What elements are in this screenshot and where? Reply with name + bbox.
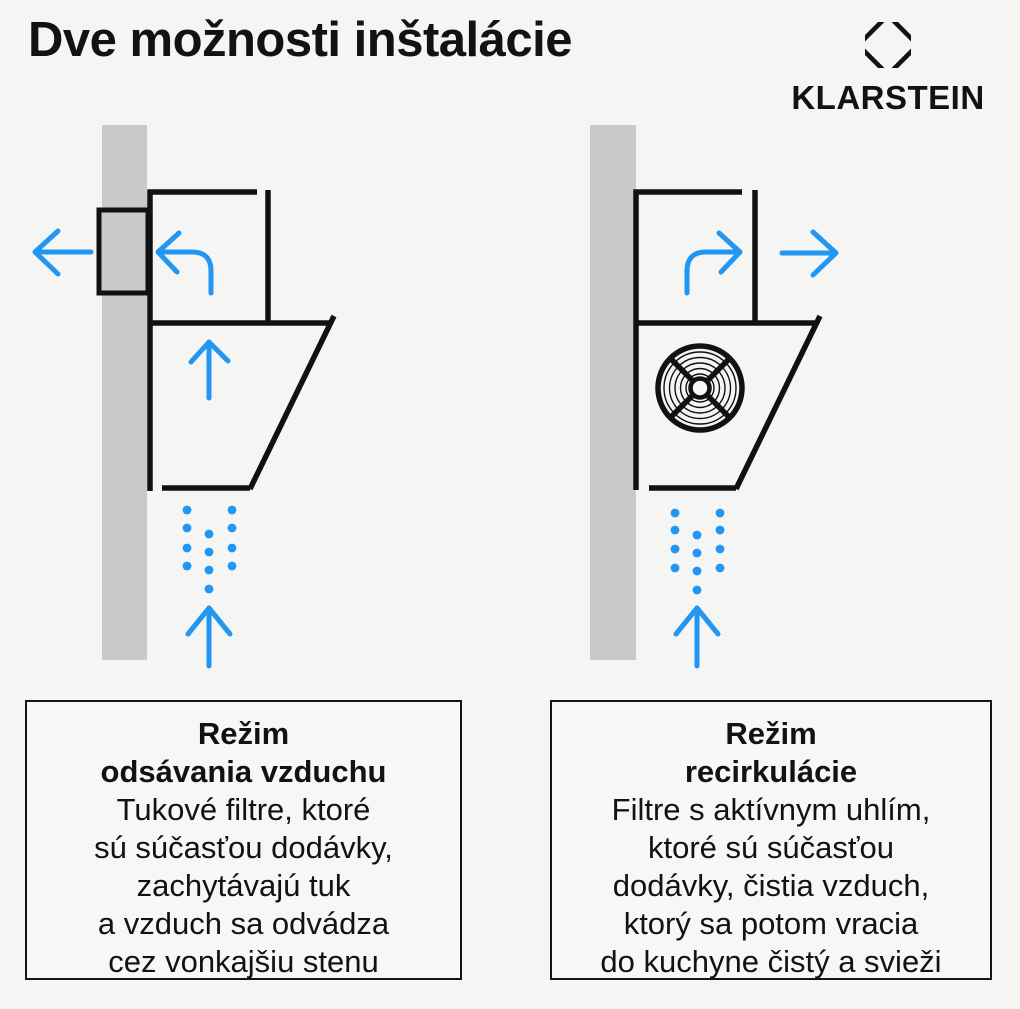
extraction-mode-diagram: [32, 125, 337, 669]
arrow-out-right-icon: [779, 229, 839, 278]
arrow-out-left-icon: [32, 228, 94, 277]
airflow-dots: [182, 505, 237, 594]
textbox-body-line: do kuchyne čistý a svieži: [600, 944, 942, 979]
textbox-body-line: ktoré sú súčasťou: [648, 830, 894, 865]
textbox-body-line: cez vonkajšiu stenu: [108, 944, 379, 979]
wall: [102, 125, 147, 660]
brand-logo: KLARSTEIN: [764, 22, 1012, 117]
textbox-heading-line: odsávania vzduchu: [100, 754, 387, 789]
textbox-heading-line: Režim: [725, 716, 817, 751]
textbox-body-line: sú súčasťou dodávky,: [94, 830, 393, 865]
textbox-body-line: Tukové filtre, ktoré: [116, 792, 371, 827]
arrow-up-intake-icon: [185, 605, 233, 669]
extraction-mode-textbox: Režim odsávania vzduchu Tukové filtre, k…: [25, 700, 462, 980]
wall-duct: [96, 207, 151, 296]
arrow-up-in-hood-icon: [188, 339, 231, 401]
textbox-body-line: Filtre s aktívnym uhlím,: [611, 792, 931, 827]
textbox-heading-line: recirkulácie: [684, 754, 858, 789]
page-title: Dve možnosti inštalácie: [28, 13, 573, 67]
textbox-body-line: a vzduch sa odvádza: [97, 906, 390, 941]
recirculation-mode-diagram: [590, 125, 839, 669]
textbox-body-line: dodávky, čistia vzduch,: [612, 868, 930, 903]
arrow-curved-up-left-icon: [155, 230, 214, 296]
klarstein-logo-icon: [865, 22, 911, 68]
fan-filter-icon: [655, 343, 745, 433]
brand-wordmark: KLARSTEIN: [791, 79, 985, 116]
textbox-body-line: ktorý sa potom vracia: [623, 906, 919, 941]
wall: [590, 125, 636, 660]
hood-outline: [147, 189, 337, 491]
textbox-body-line: zachytávajú tuk: [136, 868, 351, 903]
airflow-dots: [670, 508, 725, 595]
arrow-up-intake-icon: [673, 605, 721, 669]
textbox-heading-line: Režim: [197, 716, 290, 751]
recirculation-mode-textbox: Režim recirkulácie Filtre s aktívnym uhl…: [550, 700, 992, 980]
arrow-curved-up-right-icon: [684, 230, 743, 296]
hood-outline: [633, 189, 823, 491]
